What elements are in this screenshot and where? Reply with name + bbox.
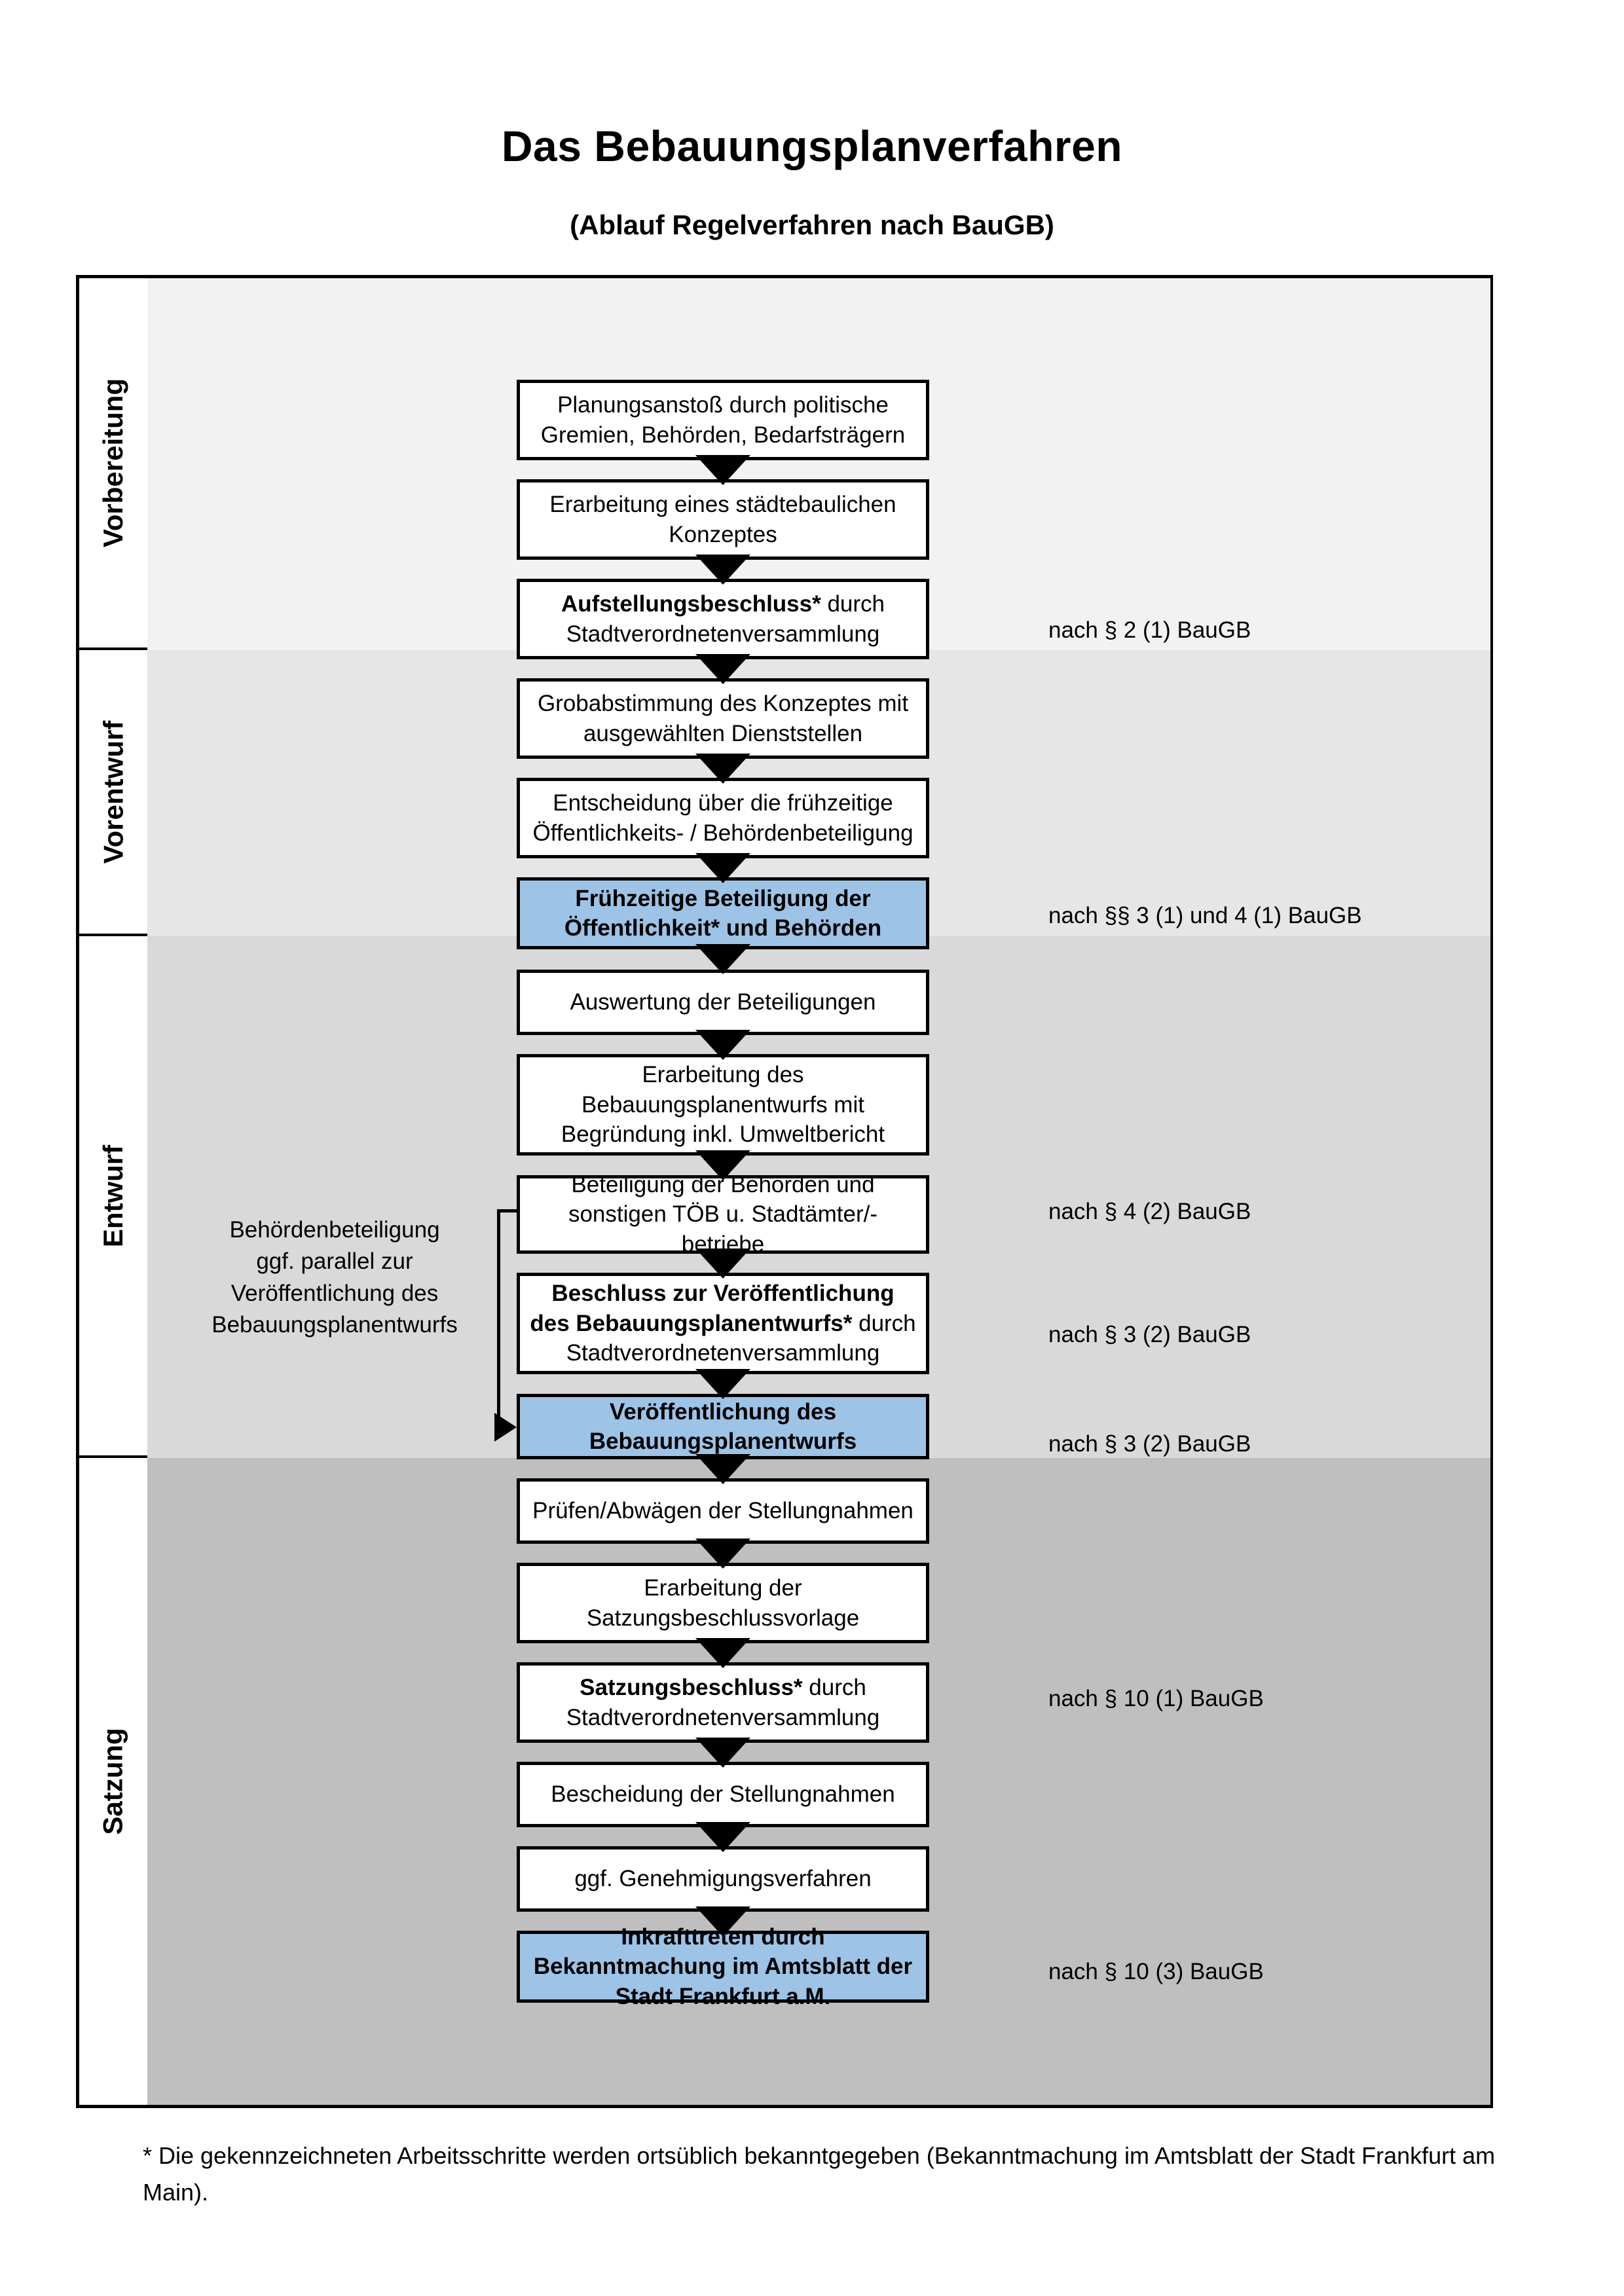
phase-label-column: Vorbereitung Vorentwurf Entwurf Satzung	[79, 278, 147, 2105]
legal-reference-l1: nach § 2 (1) BauGB	[1048, 617, 1251, 643]
flow-step-s4[interactable]: Grobabstimmung des Konzeptes mit ausgewä…	[517, 678, 929, 759]
flow-arrow-down-icon	[695, 1248, 750, 1279]
flow-step-s2[interactable]: Erarbeitung eines städtebaulichen Konzep…	[517, 479, 929, 560]
legal-reference-l2: nach §§ 3 (1) und 4 (1) BauGB	[1048, 903, 1362, 928]
legal-reference-l6: nach § 10 (1) BauGB	[1048, 1686, 1264, 1711]
flow-arrow-down-icon	[695, 654, 750, 684]
flow-step-label: Grobabstimmung des Konzeptes mit ausgewä…	[537, 691, 909, 746]
legal-reference-l3: nach § 4 (2) BauGB	[1048, 1199, 1251, 1224]
flow-arrow-down-icon	[695, 1454, 750, 1484]
flow-step-label: Frühzeitige Beteiligung der Öffentlichke…	[564, 885, 882, 941]
flow-step-label: Erarbeitung des Bebauungsplanentwurfs mi…	[561, 1062, 885, 1148]
flow-arrow-down-icon	[695, 1369, 750, 1399]
flow-arrow-down-icon	[695, 455, 750, 485]
flow-arrow-down-icon	[695, 944, 750, 974]
flow-step-s1[interactable]: Planungsanstoß durch politische Gremien,…	[517, 380, 929, 460]
side-note-behoerdenbeteiligung: Behördenbeteiligung ggf. parallel zur Ve…	[212, 1217, 458, 1338]
legal-reference-l7: nach § 10 (3) BauGB	[1048, 1959, 1264, 1984]
flow-step-label: Aufstellungsbeschluss* durch Stadtverord…	[561, 591, 885, 647]
flow-arrow-down-icon	[695, 1638, 750, 1668]
flow-step-label: Auswertung der Beteiligungen	[570, 989, 876, 1015]
flow-arrow-down-icon	[695, 1539, 750, 1569]
legal-reference-l5: nach § 3 (2) BauGB	[1048, 1431, 1251, 1457]
phase-label-vorentwurf: Vorentwurf	[79, 650, 147, 936]
flow-step-s13[interactable]: Erarbeitung der Satzungsbeschlussvorlage	[517, 1563, 929, 1643]
flow-step-s16[interactable]: ggf. Genehmigungsverfahren	[517, 1846, 929, 1912]
bracket-top-segment	[497, 1209, 517, 1212]
flow-arrow-down-icon	[695, 1822, 750, 1852]
phase-label-vorbereitung: Vorbereitung	[79, 278, 147, 650]
flow-arrow-down-icon	[695, 1906, 750, 1937]
footnote-text: * Die gekennzeichneten Arbeitsschritte w…	[143, 2142, 1496, 2206]
flow-step-s12[interactable]: Prüfen/Abwägen der Stellungnahmen	[517, 1478, 929, 1544]
flow-arrow-down-icon	[695, 555, 750, 585]
phase-label-satzung: Satzung	[79, 1458, 147, 2105]
legal-reference-l4: nach § 3 (2) BauGB	[1048, 1322, 1251, 1347]
flow-step-label: Bescheidung der Stellungnahmen	[551, 1781, 895, 1808]
flow-arrow-down-icon	[695, 853, 750, 883]
flow-step-s5[interactable]: Entscheidung über die frühzeitige Öffent…	[517, 778, 929, 858]
flow-step-label: Planungsanstoß durch politische Gremien,…	[540, 392, 906, 448]
page-title: Das Bebauungsplanverfahren	[501, 122, 1123, 170]
flow-step-label: Prüfen/Abwägen der Stellungnahmen	[532, 1498, 913, 1524]
page-subtitle: (Ablauf Regelverfahren nach BauGB)	[570, 210, 1054, 240]
flow-step-label: Entscheidung über die frühzeitige Öffent…	[532, 790, 913, 846]
flow-arrow-down-icon	[695, 1030, 750, 1060]
flow-arrow-down-icon	[695, 1150, 750, 1180]
flow-step-s15[interactable]: Bescheidung der Stellungnahmen	[517, 1762, 929, 1827]
flow-step-label: Beschluss zur Veröffentlichung des Bebau…	[530, 1281, 916, 1366]
flow-step-label: Veröffentlichung des Bebauungsplanentwur…	[589, 1398, 857, 1455]
flow-arrow-down-icon	[695, 754, 750, 784]
bracket-vertical-segment	[497, 1209, 500, 1426]
flow-arrow-down-icon	[695, 1738, 750, 1768]
flow-step-label: ggf. Genehmigungsverfahren	[574, 1866, 872, 1892]
flowchart-frame: Vorbereitung Vorentwurf Entwurf Satzung …	[76, 275, 1493, 2108]
flow-step-label: Erarbeitung der Satzungsbeschlussvorlage	[586, 1575, 860, 1631]
phase-label-entwurf: Entwurf	[79, 936, 147, 1458]
flow-step-label: Satzungsbeschluss* durch Stadtverordnete…	[566, 1675, 880, 1730]
flow-step-label: Erarbeitung eines städtebaulichen Konzep…	[549, 492, 896, 547]
flow-step-s17[interactable]: Inkrafttreten durch Bekanntmachung im Am…	[517, 1924, 929, 2009]
bracket-arrowhead-icon	[494, 1413, 517, 1442]
parallel-process-bracket	[79, 278, 1490, 2105]
